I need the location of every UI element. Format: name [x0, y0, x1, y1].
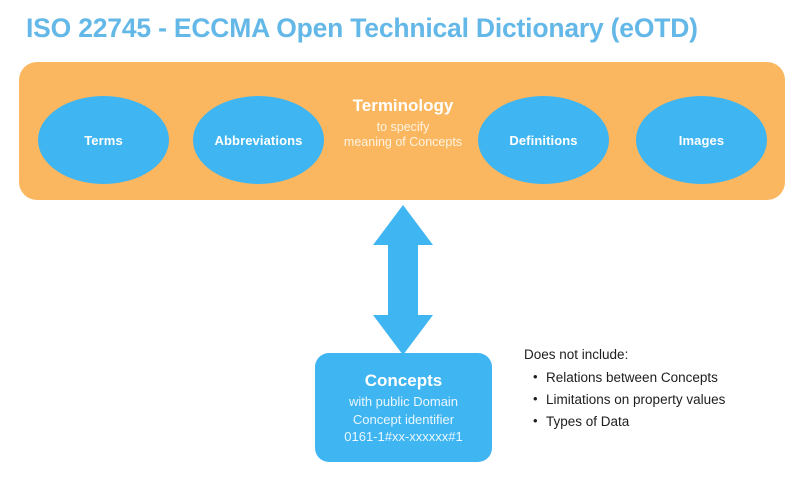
terminology-node-terms[interactable]: Terms [38, 96, 169, 184]
list-item: Types of Data [533, 410, 725, 433]
concepts-title: Concepts [364, 371, 443, 391]
exclusions-list: Relations between Concepts Limitations o… [524, 366, 725, 433]
terminology-node-label: Terms [84, 132, 123, 148]
exclusions-block: Does not include: Relations between Conc… [524, 345, 725, 433]
terminology-heading: Terminology [352, 96, 454, 115]
terminology-subtitle-line1: to specify [376, 119, 430, 134]
list-item: Relations between Concepts [533, 366, 725, 389]
terminology-node-label: Definitions [509, 132, 578, 148]
terminology-node-definitions[interactable]: Definitions [478, 96, 609, 184]
terminology-node-label: Images [678, 132, 725, 148]
terminology-caption: Terminology to specify meaning of Concep… [333, 96, 473, 150]
page-title: ISO 22745 - ECCMA Open Technical Diction… [26, 13, 698, 43]
concepts-line-2: Concept identifier [352, 411, 455, 427]
terminology-node-abbreviations[interactable]: Abbreviations [193, 96, 324, 184]
exclusions-heading: Does not include: [524, 347, 629, 362]
double-headed-vertical-arrow-icon [373, 205, 433, 355]
terminology-node-images[interactable]: Images [636, 96, 767, 184]
terminology-node-label: Abbreviations [214, 132, 303, 148]
list-item: Limitations on property values [533, 388, 725, 411]
concepts-line-1: with public Domain [348, 394, 459, 410]
concepts-node[interactable]: Concepts with public Domain Concept iden… [315, 353, 492, 462]
concepts-identifier: 0161-1#xx-xxxxxx#1 [344, 429, 463, 445]
terminology-subtitle-line2: meaning of Concepts [343, 134, 463, 149]
